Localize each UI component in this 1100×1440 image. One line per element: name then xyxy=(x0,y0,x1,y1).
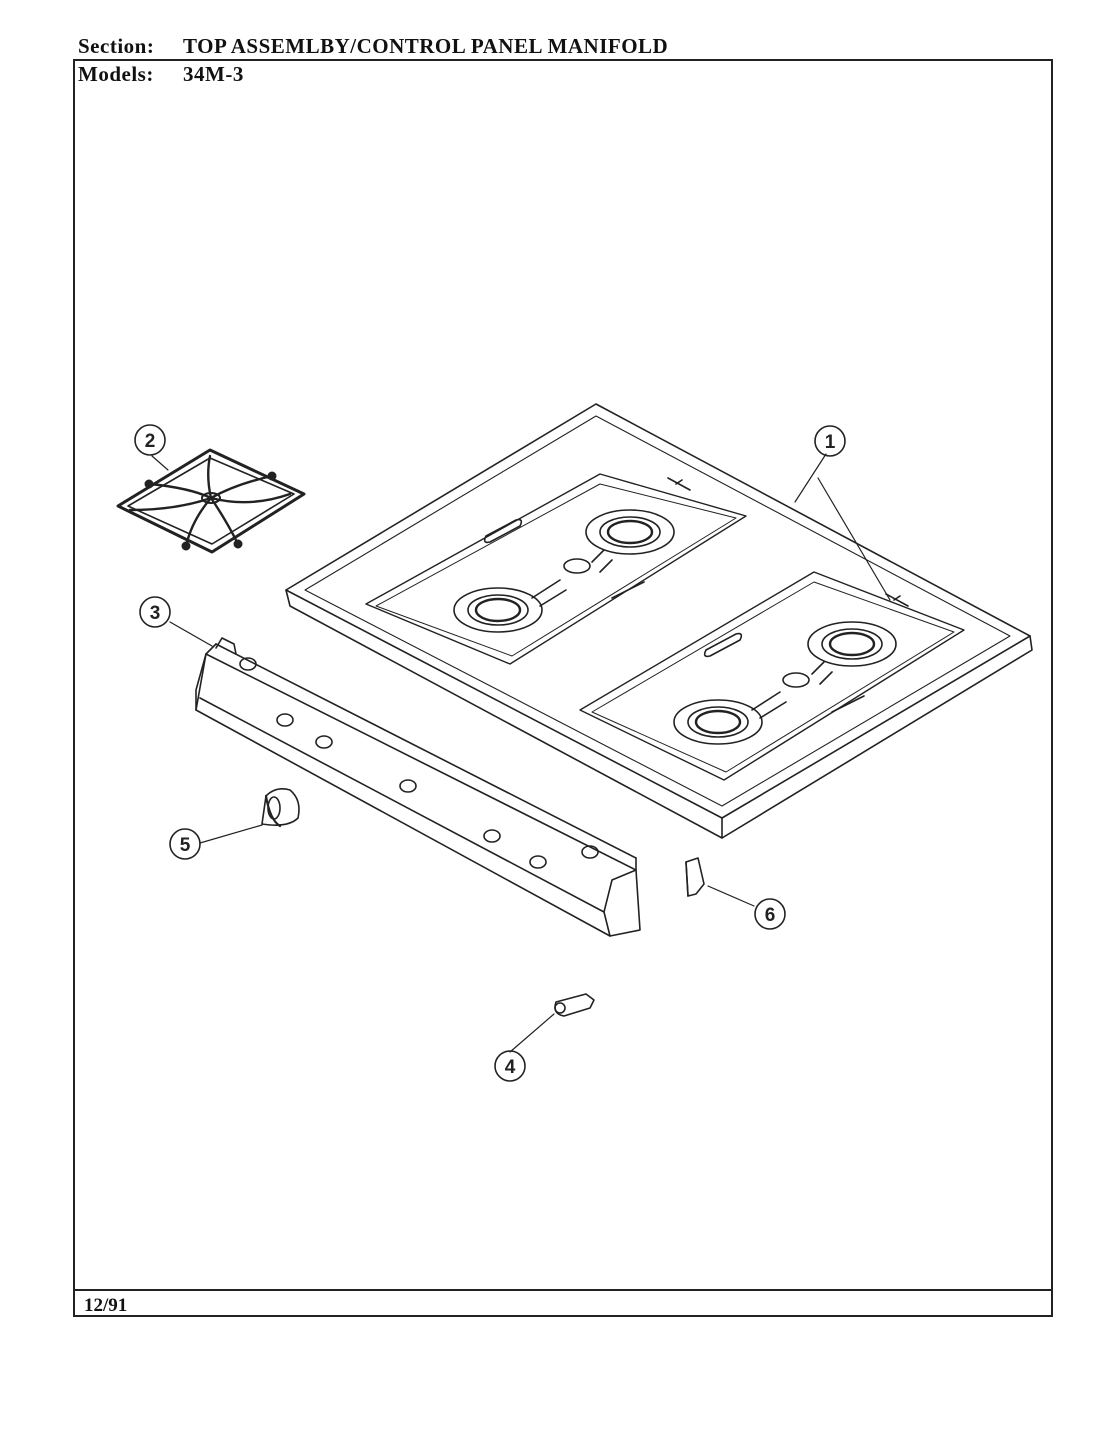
callout-3: 3 xyxy=(139,596,171,628)
section-label: Section: xyxy=(78,34,155,58)
manifold-hole xyxy=(581,845,599,859)
manifold-hole xyxy=(483,829,501,843)
callout-6: 6 xyxy=(754,898,786,930)
callout-2: 2 xyxy=(134,424,166,456)
models-label: Models: xyxy=(78,62,154,86)
right-rear-burner-ring xyxy=(807,621,897,667)
callout-1: 1 xyxy=(814,425,846,457)
control-knob xyxy=(261,788,300,828)
svg-text:4: 4 xyxy=(505,1057,516,1078)
manifold-hole xyxy=(399,779,417,793)
manifold-hole xyxy=(315,735,333,749)
diagram-frame xyxy=(73,59,1053,1317)
right-front-burner-ring xyxy=(673,699,763,745)
cooktop-front-edge xyxy=(285,589,1033,839)
revision-date: 12/91 xyxy=(84,1295,128,1316)
leader-1-sub xyxy=(817,477,891,601)
cooktop-top-assembly xyxy=(285,403,1033,839)
footer-divider xyxy=(73,1289,1053,1291)
svg-text:1: 1 xyxy=(825,432,836,453)
leader-lines xyxy=(151,453,891,1053)
callout-5: 5 xyxy=(169,828,201,860)
burner-clip xyxy=(554,993,595,1017)
left-burner-box xyxy=(365,473,747,665)
left-rear-burner-ring xyxy=(585,509,675,555)
leader-2 xyxy=(151,455,169,471)
leader-6 xyxy=(707,885,755,907)
svg-text:5: 5 xyxy=(180,835,191,856)
control-panel-manifold xyxy=(195,637,641,937)
cooktop-rim xyxy=(304,415,1011,807)
right-burner-box xyxy=(579,571,965,781)
leader-3 xyxy=(169,621,213,647)
left-front-burner-ring xyxy=(453,587,543,633)
manifold-hole xyxy=(239,657,257,671)
callouts: 1 2 3 4 5 6 xyxy=(134,424,846,1082)
svg-text:2: 2 xyxy=(145,431,156,452)
models-value: 34M-3 xyxy=(183,62,244,86)
leader-1 xyxy=(794,453,827,503)
burner-grate xyxy=(116,448,306,554)
callout-4: 4 xyxy=(494,1050,526,1082)
svg-text:3: 3 xyxy=(150,603,161,624)
manifold-hole xyxy=(529,855,547,869)
cooktop-outline xyxy=(285,403,1031,819)
section-title: TOP ASSEMLBY/CONTROL PANEL MANIFOLD xyxy=(183,34,669,58)
leader-4 xyxy=(509,1013,555,1053)
knob-insert xyxy=(685,857,705,897)
manifold-hole xyxy=(276,713,294,727)
svg-text:6: 6 xyxy=(765,905,776,926)
leader-5 xyxy=(199,824,263,844)
